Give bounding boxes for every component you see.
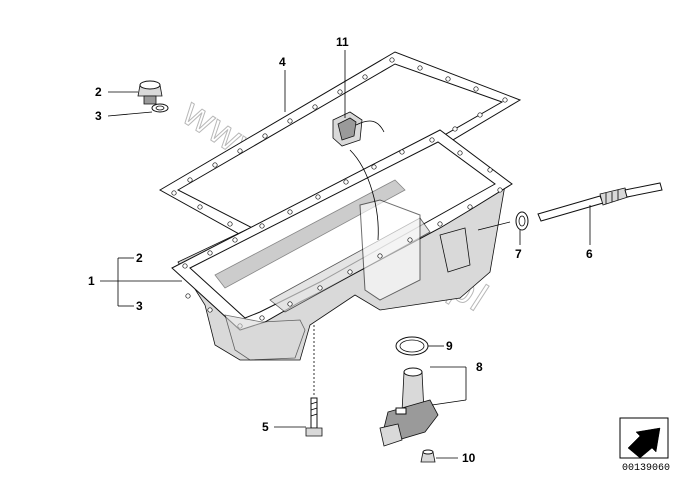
reference-box: 00139060 [619, 417, 670, 474]
callout-2-plug: 2 [95, 85, 102, 99]
drain-plug[interactable] [137, 80, 163, 105]
oil-level-sensor[interactable] [379, 367, 439, 447]
reference-code: 00139060 [622, 463, 670, 474]
callout-3-group: 3 [136, 299, 143, 313]
callout-2-group: 2 [136, 251, 143, 265]
callout-8: 8 [476, 360, 483, 374]
callout-3-washer: 3 [95, 109, 102, 123]
callout-4: 4 [279, 55, 286, 69]
callout-5: 5 [262, 420, 269, 434]
oil-pan-bolt[interactable] [305, 397, 323, 437]
callout-11: 11 [336, 35, 349, 49]
dipstick-guide-tube[interactable] [537, 182, 663, 222]
callout-1: 1 [88, 274, 95, 288]
dipstick-o-ring[interactable] [515, 211, 529, 231]
oil-pan[interactable] [171, 129, 513, 361]
arrow-down-left-icon [627, 427, 661, 459]
callout-6: 6 [586, 247, 593, 261]
sensor-o-ring[interactable] [395, 336, 429, 356]
oil-sensor-connector[interactable] [332, 111, 385, 147]
callout-7: 7 [515, 247, 522, 261]
sensor-nut[interactable] [420, 449, 436, 463]
leader-lines [100, 50, 591, 459]
drain-plug-washer[interactable] [151, 103, 169, 113]
callout-9: 9 [446, 339, 453, 353]
callout-10: 10 [462, 451, 476, 465]
